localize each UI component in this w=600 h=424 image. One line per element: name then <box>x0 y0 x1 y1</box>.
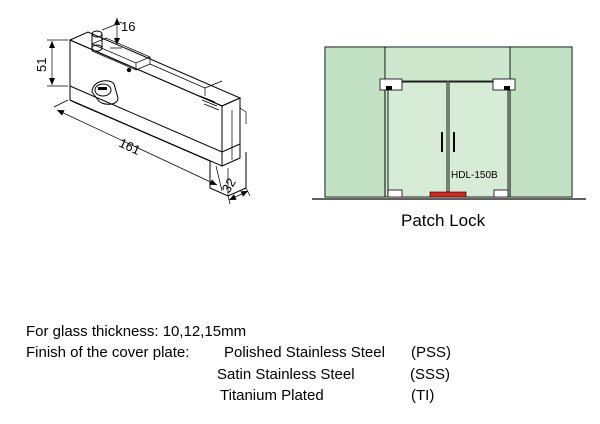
door-leaf-right <box>448 81 509 198</box>
dimension-depth-label: 32 <box>219 175 239 195</box>
dimension-top: 16 <box>101 18 135 49</box>
door-model-label: HDL-150B <box>451 170 498 181</box>
finish-code-3: (TI) <box>411 387 435 404</box>
lock-cover-plate <box>69 86 223 167</box>
patch-lock-drawing <box>68 30 247 197</box>
glass-thickness-spec: For glass thickness: 10,12,15mm <box>26 323 247 340</box>
dimension-top-label: 16 <box>121 19 135 34</box>
door-leaf-left <box>387 81 448 198</box>
glass-door-elevation: HDL-150B <box>312 46 586 200</box>
finish-code-1: (PSS) <box>411 344 452 361</box>
dimension-height-label: 51 <box>34 58 49 72</box>
finish-name-2: Satin Stainless Steel <box>217 366 355 383</box>
dimension-length: 161 <box>53 99 223 192</box>
screw-icon <box>126 67 132 73</box>
finish-code-2: (SSS) <box>410 366 451 383</box>
dimension-depth: 32 <box>219 175 251 205</box>
lock-top-face <box>68 31 242 107</box>
patch-lock-marker <box>429 191 467 198</box>
finish-name-1: Polished Stainless Steel <box>224 344 385 361</box>
lock-side-face <box>221 97 241 153</box>
finish-name-3: Titanium Plated <box>220 387 324 404</box>
diagram-caption: Patch Lock <box>401 211 486 230</box>
dimension-length-label: 161 <box>117 135 143 158</box>
key-cylinder-icon <box>91 80 119 105</box>
finish-heading: Finish of the cover plate: <box>26 344 190 361</box>
dimension-height: 51 <box>34 39 68 87</box>
